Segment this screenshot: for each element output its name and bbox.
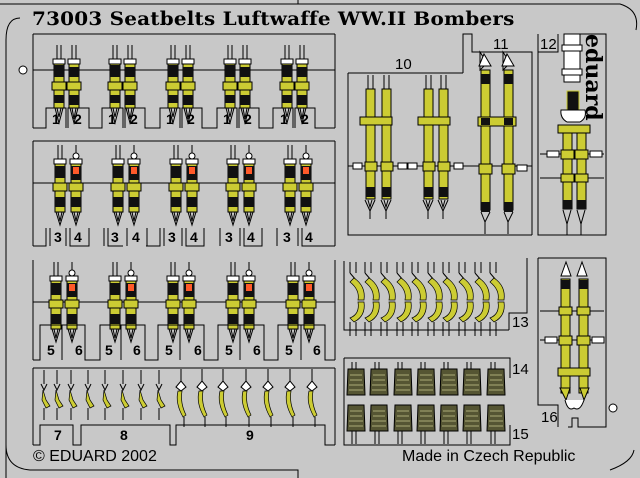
part-label: 6 (253, 342, 261, 358)
part-label-11: 11 (493, 36, 509, 53)
row2-parts (32, 140, 336, 247)
part-label: 5 (105, 342, 113, 358)
row4-parts (32, 367, 336, 446)
part-label: 6 (133, 342, 141, 358)
part-label: 1 (166, 111, 174, 127)
sprue-hole-right (608, 403, 618, 413)
row3-parts (32, 260, 336, 361)
copyright-text: © EDUARD 2002 (33, 448, 157, 465)
part-label: 4 (74, 229, 82, 245)
fret-outline (5, 17, 21, 478)
part-label: 2 (301, 111, 309, 127)
part-label: 1 (108, 111, 116, 127)
part-label: 3 (225, 229, 233, 245)
part-label: 5 (47, 342, 55, 358)
part-label: 4 (190, 229, 198, 245)
part-11 (477, 50, 528, 234)
part-16 (537, 257, 607, 428)
part-10 (347, 33, 533, 236)
part-label: 2 (187, 111, 195, 127)
part-13 (343, 258, 528, 337)
part-label-12: 12 (540, 36, 557, 53)
fret-title: 73003 Seatbelts Luftwaffe WW.II Bombers (32, 8, 515, 30)
origin-text: Made in Czech Republic (402, 448, 576, 465)
part-label-10: 10 (395, 56, 412, 73)
part-label: 1 (280, 111, 288, 127)
sprue-hole-left (18, 65, 28, 75)
part-label: 2 (244, 111, 252, 127)
part-12 (537, 33, 607, 236)
part-label: 2 (130, 111, 138, 127)
part-label: 1 (52, 111, 60, 127)
part-label: 1 (223, 111, 231, 127)
row1-parts (32, 33, 336, 129)
part-label: 5 (285, 342, 293, 358)
part-label: 4 (247, 229, 255, 245)
part-label: 3 (168, 229, 176, 245)
part-label-16: 16 (541, 409, 558, 426)
part-label: 5 (165, 342, 173, 358)
part-label: 4 (305, 229, 313, 245)
part-label: 4 (132, 229, 140, 245)
part-label: 8 (120, 427, 128, 443)
part-label-14: 14 (512, 361, 529, 378)
part-label: 6 (75, 342, 83, 358)
part-label: 6 (194, 342, 202, 358)
part-label: 9 (246, 427, 254, 443)
part-label-13: 13 (512, 314, 529, 331)
part-label: 3 (54, 229, 62, 245)
part-label: 3 (111, 229, 119, 245)
part-label: 5 (225, 342, 233, 358)
brand-logo: eduard (580, 34, 606, 121)
part-label-15: 15 (512, 426, 529, 443)
part-label: 6 (313, 342, 321, 358)
parts-14-15 (343, 357, 511, 446)
part-label: 3 (283, 229, 291, 245)
part-label: 7 (54, 427, 62, 443)
part-label: 2 (74, 111, 82, 127)
